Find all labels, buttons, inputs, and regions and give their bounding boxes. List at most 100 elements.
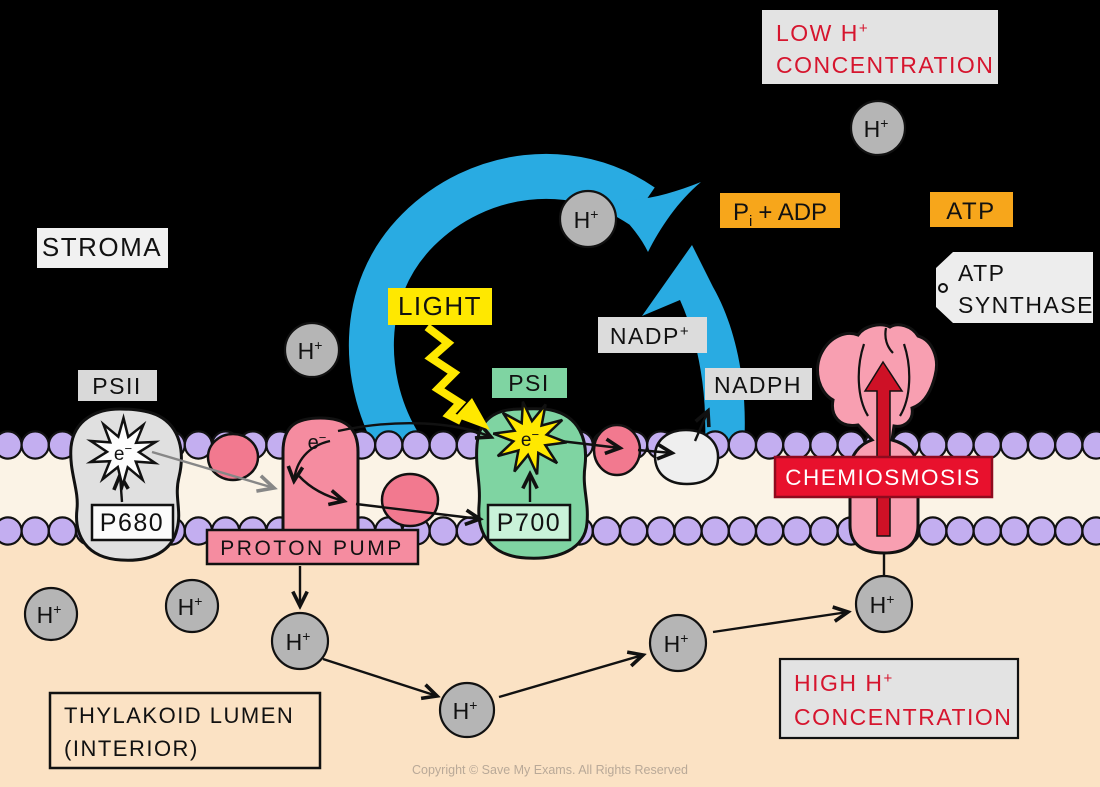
cycle-arc-tip [604, 182, 701, 252]
lipid-head [782, 430, 812, 460]
lipid-head [47, 516, 78, 546]
proton-chain-arrow-2 [498, 655, 643, 699]
lipid-head [20, 430, 50, 460]
low-concentration-line1: LOW H+ [776, 20, 869, 46]
h-ion: H+ [283, 321, 341, 379]
electron-acceptor-carrier [653, 428, 720, 486]
low-concentration-line2: CONCENTRATION [776, 52, 994, 78]
psii-starburst [85, 413, 161, 491]
lightning-zigzag [424, 323, 467, 425]
light-label-box [388, 288, 492, 325]
h-ion-label: H+ [178, 593, 203, 620]
electron-carrier-2 [380, 472, 440, 528]
electron-through-pump-arrow [298, 475, 344, 501]
h-ion: H+ [849, 99, 907, 157]
high-concentration-line2: CONCENTRATION [794, 704, 1012, 730]
tag-hole [938, 283, 948, 293]
h-ion-label: H+ [453, 697, 478, 724]
electron-psi-to-carrier-arrow [559, 441, 620, 448]
h-ion: H+ [23, 586, 79, 642]
lipid-head [0, 430, 23, 460]
h-ion-circle [854, 574, 914, 634]
lipid-head [1026, 430, 1057, 460]
lipid-head [1081, 516, 1100, 546]
psi-electron-label: e− [521, 427, 539, 451]
psi-label: PSI [508, 370, 550, 396]
h-ion: H+ [854, 574, 914, 634]
h-ion: H+ [164, 578, 220, 634]
synthase-cleft-left [857, 343, 869, 417]
lipid-head [918, 430, 948, 460]
electron-pump-to-p700-arrow [355, 502, 480, 519]
thylakoid-lumen-line1: THYLAKOID LUMEN [64, 703, 294, 728]
lipid-head [591, 516, 622, 546]
lipid-head [782, 516, 812, 546]
lipid-head [727, 516, 758, 546]
light-bolt [424, 323, 490, 430]
electron-carrier-3 [592, 423, 642, 477]
h-ion-label: H+ [864, 115, 889, 142]
labels: STROMA PSII LIGHT PSI P680 P700 PROTON P… [37, 10, 1094, 770]
lipid-head [754, 516, 785, 546]
h-ion-label: H+ [298, 337, 323, 364]
electron-path-psii-to-pump [151, 450, 274, 488]
p680-box [90, 503, 175, 542]
lipid-head [1054, 430, 1084, 460]
electron-pump-to-psi-arc [337, 422, 491, 437]
nadph-label-box [705, 368, 812, 400]
lipid-head [374, 430, 404, 460]
lipid-head [945, 430, 975, 460]
high-concentration-line1: HIGH H+ [794, 670, 894, 696]
lipid-head [428, 430, 458, 460]
proton-chain-arrow-1 [322, 657, 437, 696]
atp-label-box [930, 192, 1013, 227]
pi-adp-label-box [720, 193, 840, 228]
p700-box [486, 503, 572, 542]
synthase-cleft-top [884, 327, 894, 354]
stroma-label-box [37, 228, 168, 268]
psii-electron-label: e− [114, 441, 132, 465]
h-ion-circle [270, 611, 330, 671]
h-ion-label: H+ [870, 591, 895, 618]
nadp-label: NADP+ [610, 323, 690, 349]
p700-label: P700 [497, 509, 561, 537]
atp-synthase-tag [936, 252, 1093, 323]
psii-label: PSII [92, 373, 141, 399]
cycle-arc [349, 153, 655, 458]
lipid-head [618, 516, 649, 546]
electron-carrier-1 [206, 432, 260, 482]
lipid-head [0, 516, 23, 546]
hydrogen-ions: H+ H+ H+ H+ H+ H+ H+ H+ H+ [23, 99, 914, 739]
atp-synthase-label-line2: SYNTHASE [958, 292, 1094, 318]
lipid-head [20, 516, 50, 546]
chemiosmosis-box [773, 455, 994, 499]
psi-starburst [492, 401, 568, 475]
h-ion: H+ [558, 189, 618, 249]
psii-label-box [78, 370, 157, 401]
h-ion-label: H+ [664, 630, 689, 657]
thylakoid-lumen-box [48, 691, 322, 770]
h-ion-circle [849, 99, 907, 157]
excited-electrons: e− e− e− [85, 401, 568, 491]
lipid-head [1054, 516, 1084, 546]
lightning-arrowhead [455, 398, 490, 430]
proton-pump-label: PROTON PUMP [220, 537, 403, 560]
h-ion-circle [283, 321, 341, 379]
h-ion-circle [438, 681, 496, 739]
lipid-head [999, 430, 1030, 460]
h-ion: H+ [270, 611, 330, 671]
lipid-head [972, 430, 1002, 460]
lipid-head [754, 430, 785, 460]
h-ion-label: H+ [286, 628, 311, 655]
h-ion-label: H+ [37, 601, 62, 628]
lipid-head [809, 516, 839, 546]
lipid-head [428, 516, 458, 546]
electron-carrier-to-acceptor-arrow [637, 450, 672, 453]
lipid-head [401, 430, 431, 460]
atp-synthase-label-line1: ATP [958, 260, 1006, 286]
electron-to-nadph-arrow [693, 411, 708, 442]
thylakoid-lumen-line2: (INTERIOR) [64, 736, 199, 761]
nadph-label: NADPH [714, 372, 802, 398]
flow-lines [120, 411, 886, 699]
